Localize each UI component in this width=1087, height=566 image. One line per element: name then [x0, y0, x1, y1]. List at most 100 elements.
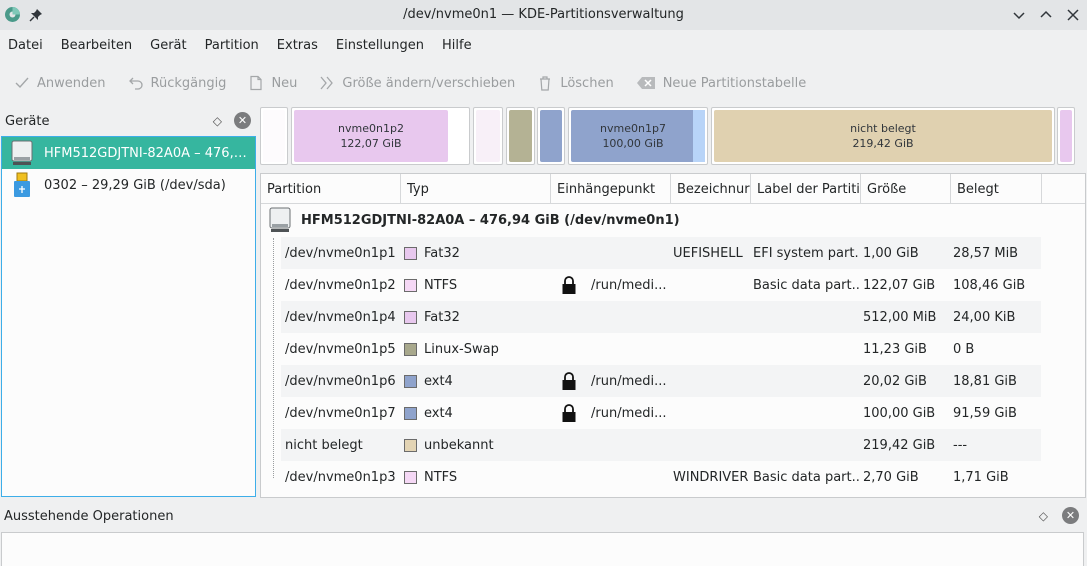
- apply-label: Anwenden: [37, 75, 106, 91]
- partitionmanager-app-icon[interactable]: [4, 6, 21, 23]
- partition-size: 100,00 GiB: [863, 405, 936, 421]
- segment-name: nvme0n1p7: [600, 122, 666, 135]
- pin-icon[interactable]: [29, 8, 43, 22]
- filesystem-color-swatch: [404, 310, 417, 324]
- partition-name: /dev/nvme0n1p3: [285, 469, 396, 485]
- device-item-nvme0n1[interactable]: HFM512GDJTNI-82A0A – 476,94 GiB (/dev/nv…: [2, 137, 255, 169]
- pending-operations-list: [1, 532, 1084, 566]
- partition-used: 91,59 GiB: [953, 405, 1017, 421]
- menu-bar: Datei Bearbeiten Gerät Partition Extras …: [0, 30, 1087, 60]
- filesystem-color-swatch: [404, 374, 417, 388]
- graph-segment-p2[interactable]: nvme0n1p2 122,07 GiB: [291, 107, 470, 165]
- partition-graph: nvme0n1p2 122,07 GiB nvme0n1p7 100,00 Gi…: [260, 107, 1085, 165]
- graph-segment-unallocated[interactable]: nicht belegt 219,42 GiB: [711, 107, 1055, 165]
- float-panel-icon[interactable]: ◇: [1038, 508, 1048, 523]
- partition-table: Partition Typ Einhängepunkt Bezeichnur L…: [260, 173, 1086, 498]
- partition-name: /dev/nvme0n1p6: [285, 373, 396, 389]
- devices-panel: Geräte ◇ ✕ HFM512GDJTNI-82A0A – 476,94 G…: [0, 108, 257, 498]
- partition-name: /dev/nvme0n1p2: [285, 277, 396, 293]
- column-partition-label[interactable]: Label der Partiti: [751, 174, 861, 204]
- partition-type-label: ext4: [424, 405, 453, 421]
- graph-segment-p7[interactable]: nvme0n1p7 100,00 GiB: [568, 107, 708, 165]
- device-label: 0302 – 29,29 GiB (/dev/sda): [44, 177, 226, 193]
- chevron-up-icon: [1039, 10, 1052, 18]
- float-panel-icon[interactable]: ◇: [212, 113, 222, 128]
- partition-label: [753, 333, 859, 365]
- delete-button[interactable]: Löschen: [537, 75, 614, 91]
- clear-table-icon: [636, 77, 655, 89]
- partition-label: EFI system part...: [753, 245, 859, 261]
- menu-geraet[interactable]: Gerät: [150, 37, 187, 53]
- filesystem-color-swatch: [404, 246, 417, 260]
- lock-icon: [561, 397, 581, 429]
- partition-label: [753, 397, 859, 429]
- column-type[interactable]: Typ: [401, 174, 551, 204]
- filesystem-color-swatch: [404, 438, 417, 452]
- drive-harddisk-icon: [11, 140, 33, 165]
- close-panel-icon[interactable]: ✕: [1062, 507, 1079, 524]
- tree-line: [273, 238, 274, 478]
- menu-extras[interactable]: Extras: [276, 37, 318, 53]
- close-window-button[interactable]: [1064, 6, 1081, 23]
- resize-move-button[interactable]: Größe ändern/verschieben: [319, 75, 515, 91]
- partition-label: [753, 429, 859, 461]
- device-item-sda[interactable]: 0302 – 29,29 GiB (/dev/sda): [2, 169, 255, 201]
- maximize-button[interactable]: [1037, 6, 1054, 23]
- filesystem-label: [673, 301, 749, 333]
- undo-button[interactable]: Rückgängig: [128, 75, 226, 91]
- graph-segment-p4[interactable]: [473, 107, 503, 165]
- apply-button[interactable]: Anwenden: [14, 75, 106, 91]
- filesystem-color-swatch: [404, 278, 417, 292]
- new-partition-table-button[interactable]: Neue Partitionstabelle: [636, 75, 806, 91]
- device-label: HFM512GDJTNI-82A0A – 476,94 GiB (/dev/nv…: [44, 145, 249, 161]
- column-used[interactable]: Belegt: [951, 174, 1042, 204]
- partition-type-label: unbekannt: [424, 437, 494, 453]
- menu-datei[interactable]: Datei: [8, 37, 43, 53]
- devices-panel-header: Geräte ◇ ✕: [0, 108, 257, 134]
- menu-bearbeiten[interactable]: Bearbeiten: [60, 37, 133, 53]
- mount-point: /run/medi...: [591, 373, 667, 389]
- partition-type-label: NTFS: [424, 277, 458, 293]
- graph-segment-p3[interactable]: [1057, 107, 1075, 165]
- partition-used: 18,81 GiB: [953, 373, 1017, 389]
- partition-type: ext4: [404, 397, 549, 429]
- new-button[interactable]: Neu: [248, 75, 297, 91]
- close-panel-icon[interactable]: ✕: [234, 112, 251, 129]
- partition-name: nicht belegt: [285, 437, 363, 453]
- title-bar: /dev/nvme0n1 — KDE-Partitionsverwaltung: [0, 0, 1087, 30]
- partition-type: NTFS: [404, 461, 549, 493]
- column-partition[interactable]: Partition: [261, 174, 401, 204]
- partition-name: /dev/nvme0n1p4: [285, 309, 396, 325]
- partition-type: NTFS: [404, 269, 549, 301]
- graph-segment-p5[interactable]: [506, 107, 535, 165]
- column-mountpoint[interactable]: Einhängepunkt: [551, 174, 671, 204]
- menu-partition[interactable]: Partition: [204, 37, 259, 53]
- partition-size: 2,70 GiB: [863, 469, 919, 485]
- pending-panel-title: Ausstehende Operationen: [4, 508, 174, 524]
- mount-point: [591, 461, 671, 493]
- graph-segment-p6[interactable]: [537, 107, 565, 165]
- disk-label: HFM512GDJTNI-82A0A – 476,94 GiB (/dev/nv…: [301, 212, 680, 228]
- column-label[interactable]: Bezeichnur: [671, 174, 751, 204]
- disk-row[interactable]: HFM512GDJTNI-82A0A – 476,94 GiB (/dev/nv…: [261, 204, 1085, 236]
- mount-point: [591, 333, 671, 365]
- mount-point: /run/medi...: [591, 277, 667, 293]
- window-title: /dev/nvme0n1 — KDE-Partitionsverwaltung: [403, 7, 684, 22]
- menu-hilfe[interactable]: Hilfe: [442, 37, 472, 53]
- segment-size: 100,00 GiB: [602, 137, 664, 150]
- filesystem-label: UEFISHELL: [673, 245, 743, 261]
- segment-name: nvme0n1p2: [338, 122, 404, 135]
- minimize-button[interactable]: [1010, 6, 1027, 23]
- menu-einstellungen[interactable]: Einstellungen: [335, 37, 425, 53]
- graph-segment-p1[interactable]: [260, 107, 288, 165]
- column-size[interactable]: Größe: [861, 174, 951, 204]
- filesystem-label: WINDRIVER: [673, 469, 749, 485]
